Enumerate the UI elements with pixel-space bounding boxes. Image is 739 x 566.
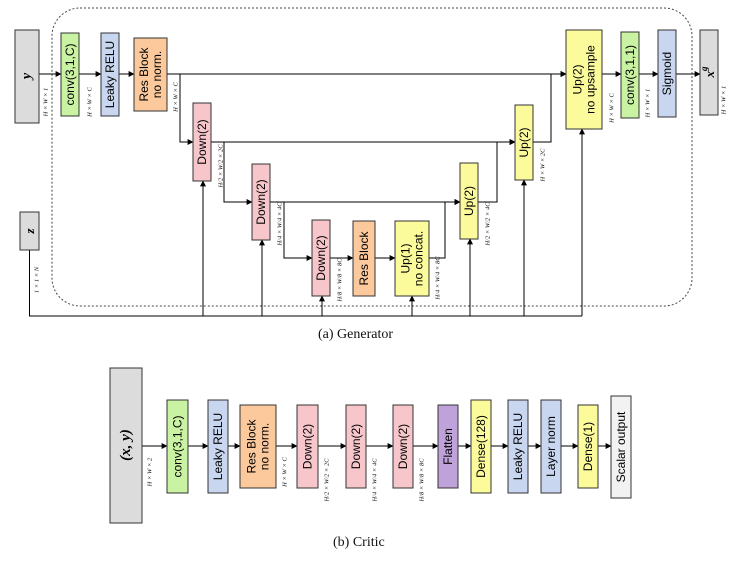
g-res1-label: no norm.: [150, 51, 164, 98]
dim-after-down2: H/4 × W/4 × 4C: [277, 202, 284, 247]
c-down3-block: Down(2): [392, 404, 414, 489]
generator-frame: [51, 7, 693, 307]
c-leaky1-label: Leaky RELU: [211, 413, 225, 480]
c-leaky2-label: Leaky RELU: [511, 413, 525, 480]
critic-dim-after-down3: H/8 × W/8 × 8C: [419, 458, 426, 503]
dim-after-conv: H × W × C: [87, 86, 94, 117]
g-up2a-label: Up(2): [462, 186, 476, 216]
c-down3-label: Down(2): [396, 424, 410, 469]
dim-after-up2b: H × W × 2C: [540, 148, 547, 183]
g-down3-label: Down(2): [314, 235, 328, 280]
c-down1-label: Down(2): [301, 424, 315, 469]
generator-output: xg: [699, 29, 719, 116]
g-down3-block: Down(2): [311, 219, 331, 297]
input-z-label: z: [22, 228, 37, 235]
g-down2-block: Down(2): [251, 163, 271, 241]
g-up2a-block: Up(2): [459, 162, 479, 240]
c-scalar-block: Scalar output: [610, 395, 632, 499]
critic-caption: (b) Critic: [333, 535, 385, 550]
g-up2c-block: Up(2)no upsample: [565, 29, 603, 130]
dim-after-up2c: H × W × C: [609, 92, 616, 123]
critic-input-label: (x, y): [118, 429, 134, 461]
critic-input: (x, y): [109, 367, 143, 524]
dim-after-up2a: H/2 × W/2 × 4C: [485, 202, 492, 247]
c-leaky2-block: Leaky RELU: [507, 399, 529, 494]
g-sigmoid-block: Sigmoid: [657, 29, 677, 118]
g-up2c-label: Up(2): [571, 64, 585, 94]
c-res-label: no norm.: [257, 423, 271, 470]
g-conv-out-label: conv(3,1,1): [623, 45, 637, 105]
c-conv-label: conv(3,1,C): [171, 415, 185, 477]
g-res2-block: Res Block: [352, 220, 376, 297]
g-sigmoid-label: Sigmoid: [660, 52, 674, 95]
dim-after-conv-out: H × W × 1: [645, 89, 652, 119]
dim-after-up1: H/4 × W/4 × 8C: [435, 256, 442, 301]
g-down1-block: Down(2): [192, 102, 212, 182]
g-up1-block: Up(1)no concat.: [394, 220, 430, 297]
c-dense1-label: Dense(1): [581, 422, 595, 471]
g-down2-label: Down(2): [254, 179, 268, 224]
g-up1-label: no concat.: [411, 231, 425, 286]
g-leaky-block: Leaky RELU: [100, 32, 120, 117]
g-res1-label: Res Block: [137, 46, 151, 101]
critic-input-dim: H × W × 2: [147, 457, 154, 487]
critic-dim-after-res: H × W × C: [282, 456, 289, 487]
c-flatten-label: Flatten: [441, 428, 455, 465]
c-conv-block: conv(3,1,C): [166, 399, 189, 494]
input-z-dim: 1 × 1 × N: [34, 266, 41, 293]
dim-after-res1: H × W × C: [173, 81, 180, 112]
g-up2c-label: no upsample: [583, 45, 597, 114]
g-leaky-label: Leaky RELU: [103, 41, 117, 108]
c-layernorm-block: Layer norm: [540, 399, 562, 494]
c-down1-block: Down(2): [296, 404, 319, 489]
output-label: xg: [699, 66, 717, 79]
dimension-labels: H × W × 1 1 × 1 × N H × W × 1 H × W × C H × …: [34, 81, 728, 502]
input-y-dim: H × W × 1: [43, 88, 50, 118]
g-conv-in-label: conv(3,1,C): [63, 43, 77, 105]
generator-caption: (a) Generator: [318, 327, 394, 342]
c-res-label: Res Block: [245, 418, 259, 473]
c-leaky1-block: Leaky RELU: [207, 399, 229, 494]
critic-dim-after-down2: H/4 × W/4 × 4C: [372, 458, 379, 503]
input-y-label: y: [20, 72, 35, 81]
c-down2-block: Down(2): [345, 404, 367, 489]
g-conv-in-block: conv(3,1,C): [60, 32, 80, 117]
g-down1-label: Down(2): [195, 119, 209, 164]
c-flatten-block: Flatten: [437, 404, 459, 489]
dim-after-down3: H/8 × W/8 × 8C: [337, 258, 344, 303]
g-up2b-block: Up(2): [514, 104, 534, 181]
output-dim: H × W × 1: [721, 86, 728, 116]
dim-after-down1: H/2 × W/2 × 2C: [218, 144, 225, 189]
g-up2b-label: Up(2): [517, 127, 531, 157]
c-dense1-block: Dense(1): [577, 404, 599, 489]
c-dense128-block: Dense(128): [470, 399, 492, 494]
c-down2-label: Down(2): [349, 424, 363, 469]
g-res2-label: Res Block: [357, 230, 371, 285]
g-conv-out-block: conv(3,1,1): [620, 31, 640, 119]
c-scalar-label: Scalar output: [614, 411, 628, 482]
critic-dim-after-down1: H/2 × W/2 × 2C: [324, 458, 331, 503]
c-dense128-label: Dense(128): [474, 415, 488, 478]
connections: [29, 71, 701, 449]
generator-input-z: z: [19, 211, 40, 251]
c-layernorm-label: Layer norm: [544, 416, 558, 477]
generator-input-y: y: [14, 29, 40, 124]
g-up1-label: Up(1): [399, 243, 413, 273]
